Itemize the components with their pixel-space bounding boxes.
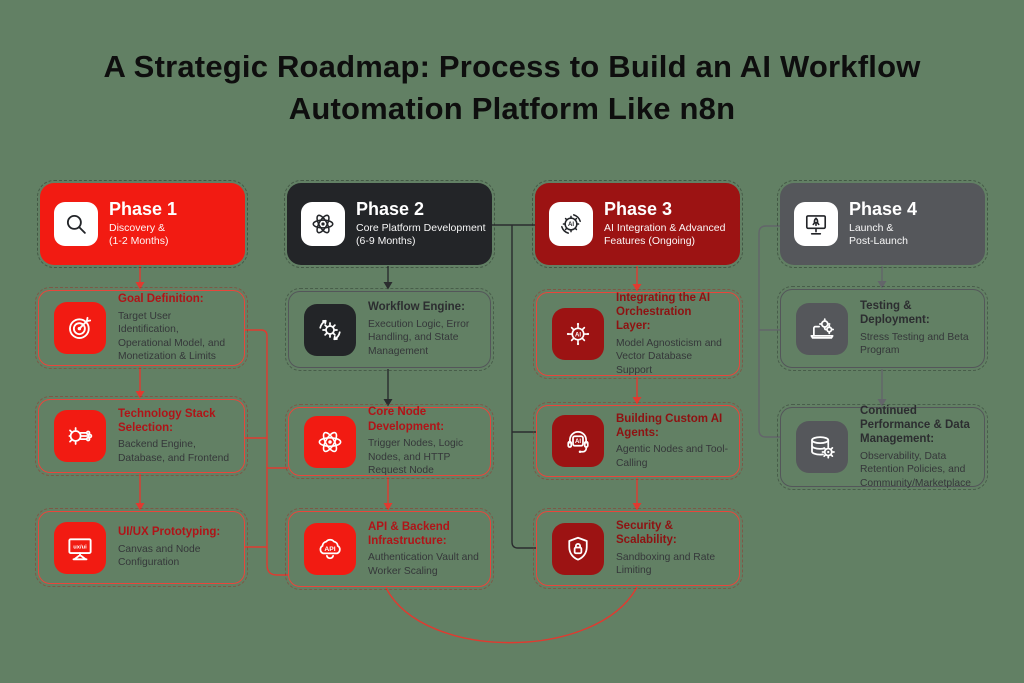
page-title-line2: Automation Platform Like n8n xyxy=(288,90,736,126)
phase-subtitle: Core Platform Development xyxy=(356,221,486,234)
phase-subtitle: Post-Launch xyxy=(849,235,908,248)
card-testing-deployment: Testing & Deployment: Stress Testing and… xyxy=(777,286,988,371)
testing-laptop-icon xyxy=(796,302,848,355)
card-body: Execution Logic, Error Handling, and Sta… xyxy=(368,318,470,357)
phase-label: Phase 3 xyxy=(604,199,673,220)
phase-4-text: Phase 4 Launch & Post-Launch xyxy=(849,199,917,249)
page-title-line1: A Strategic Roadmap: Process to Build an… xyxy=(103,49,921,84)
phase-3-header: AI Phase 3 AI Integration & Advanced Fea… xyxy=(532,180,743,268)
card-api-backend: API API & Backend Infrastructure: Authen… xyxy=(285,508,494,590)
uiux-monitor-icon: ux/ui xyxy=(54,521,106,574)
card-body: Target User Identification, Operational … xyxy=(118,310,226,363)
phase-label: Phase 4 xyxy=(849,199,918,220)
phase-label: Phase 1 xyxy=(109,199,178,220)
svg-text:API: API xyxy=(324,546,335,553)
card-uiux-prototyping: ux/ui UI/UX Prototyping: Canvas and Node… xyxy=(35,508,248,587)
card-body: Stress Testing and Beta Program xyxy=(860,331,969,357)
card-text: Integrating the AI Orchestration Layer: … xyxy=(616,291,729,378)
card-title: Testing & Deployment: xyxy=(860,300,930,327)
magnifier-icon xyxy=(54,202,98,246)
svg-text:AI: AI xyxy=(568,222,574,228)
card-title: API & Backend Infrastructure: xyxy=(368,520,450,547)
card-text: Continued Performance & Data Management:… xyxy=(860,404,974,491)
card-body: Backend Engine, Database, and Frontend xyxy=(118,439,230,464)
atom-icon xyxy=(304,415,356,468)
card-text: Testing & Deployment: Stress Testing and… xyxy=(860,299,974,358)
database-gear-icon xyxy=(796,421,848,473)
phase-4-header: Phase 4 Launch & Post-Launch xyxy=(777,180,988,268)
phase-1-header: Phase 1 Discovery & (1-2 Months) xyxy=(37,180,248,268)
card-text: UI/UX Prototyping: Canvas and Node Confi… xyxy=(118,525,234,570)
card-title: Technology Stack Selection: xyxy=(118,407,216,434)
card-text: Security & Scalability: Sandboxing and R… xyxy=(616,519,729,578)
phase-2-header: Phase 2 Core Platform Development (6-9 M… xyxy=(284,180,495,268)
card-title: Continued Performance & Data Management: xyxy=(860,404,970,446)
card-custom-ai-agents: AI Building Custom AI Agents: Agentic No… xyxy=(533,402,743,480)
phase-subtitle: AI Integration & Advanced xyxy=(604,221,726,234)
card-body: Observability, Data Retention Policies, … xyxy=(860,450,972,489)
phase-subtitle: Launch & xyxy=(849,221,894,234)
monitor-rocket-icon xyxy=(794,202,838,246)
card-text: Building Custom AI Agents: Agentic Nodes… xyxy=(616,412,729,471)
card-title: Workflow Engine: xyxy=(368,301,465,314)
phase-1-text: Phase 1 Discovery & (1-2 Months) xyxy=(109,199,177,249)
card-workflow-engine: Workflow Engine: Execution Logic, Error … xyxy=(285,288,494,371)
card-technology-stack: Technology Stack Selection: Backend Engi… xyxy=(35,396,248,476)
card-title: Core Node Development: xyxy=(368,406,445,433)
card-body: Authentication Vault and Worker Scaling xyxy=(368,552,479,577)
card-performance-data: Continued Performance & Data Management:… xyxy=(777,404,988,490)
ai-chip-icon: AI xyxy=(552,308,604,360)
card-security-scalability: Security & Scalability: Sandboxing and R… xyxy=(533,508,743,589)
card-text: Core Node Development: Trigger Nodes, Lo… xyxy=(368,405,480,477)
phase-subtitle: Discovery & xyxy=(109,221,166,234)
card-text: Technology Stack Selection: Backend Engi… xyxy=(118,407,234,466)
card-core-node-development: Core Node Development: Trigger Nodes, Lo… xyxy=(285,404,494,479)
workflow-gear-icon xyxy=(304,303,356,356)
phase-2-text: Phase 2 Core Platform Development (6-9 M… xyxy=(356,199,486,249)
dark-connectors xyxy=(387,224,536,549)
tech-stack-icon xyxy=(54,410,106,462)
shield-lock-icon xyxy=(552,522,604,575)
svg-text:AI: AI xyxy=(575,332,581,338)
card-title: Goal Definition: xyxy=(118,293,204,306)
target-icon xyxy=(54,302,106,354)
card-text: Goal Definition: Target User Identificat… xyxy=(118,292,234,364)
ai-gear-icon: AI xyxy=(549,202,593,246)
card-ai-orchestration: AI Integrating the AI Orchestration Laye… xyxy=(533,289,743,379)
card-body: Canvas and Node Configuration xyxy=(118,543,201,569)
card-body: Agentic Nodes and Tool-Calling xyxy=(616,444,729,469)
phase-label: Phase 2 xyxy=(356,199,425,220)
phase-subtitle: (1-2 Months) xyxy=(109,235,169,248)
card-body: Model Agnosticism and Vector Database Su… xyxy=(616,337,722,376)
card-text: Workflow Engine: Execution Logic, Error … xyxy=(368,300,480,358)
api-icon: API xyxy=(304,523,356,575)
card-title: UI/UX Prototyping: xyxy=(118,526,221,539)
phase-3-text: Phase 3 AI Integration & Advanced Featur… xyxy=(604,199,725,249)
page-title: A Strategic Roadmap: Process to Build an… xyxy=(0,46,1024,129)
card-body: Trigger Nodes, Logic Nodes, and HTTP Req… xyxy=(368,438,464,477)
ai-agent-icon: AI xyxy=(552,415,604,467)
card-goal-definition: Goal Definition: Target User Identificat… xyxy=(35,287,248,369)
atom-icon xyxy=(301,202,345,246)
card-title: Building Custom AI Agents: xyxy=(616,412,723,439)
svg-text:ux/ui: ux/ui xyxy=(73,544,87,550)
card-text: API & Backend Infrastructure: Authentica… xyxy=(368,520,480,579)
card-title: Integrating the AI Orchestration Layer: xyxy=(616,291,711,333)
card-body: Sandboxing and Rate Limiting xyxy=(616,551,716,577)
phase-subtitle: Features (Ongoing) xyxy=(604,235,696,248)
card-title: Security & Scalability: xyxy=(616,520,677,547)
phase-subtitle: (6-9 Months) xyxy=(356,235,416,248)
svg-text:AI: AI xyxy=(575,439,581,445)
